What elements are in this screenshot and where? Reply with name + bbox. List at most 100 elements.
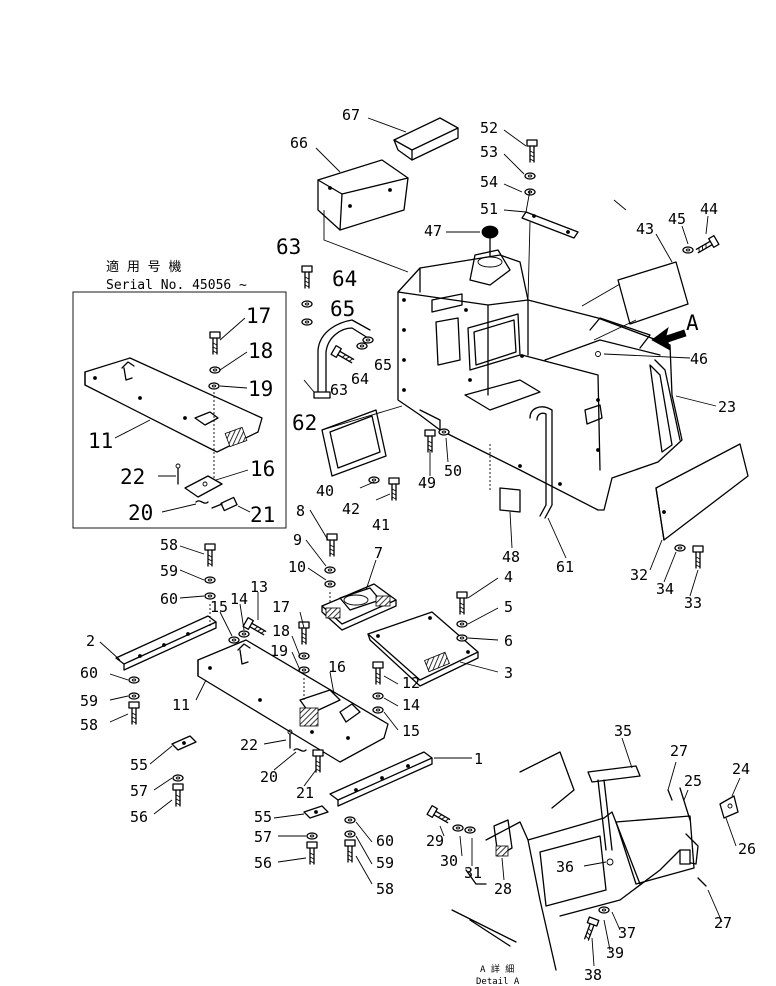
callout-44: 44	[700, 200, 718, 218]
floor-plate-3	[367, 611, 479, 687]
callout-4: 4	[504, 568, 513, 586]
detail-caption-jp: A 詳 細	[480, 963, 514, 975]
callout-38: 38	[584, 966, 602, 984]
callout-31: 31	[464, 864, 482, 882]
callout-34: 34	[656, 580, 674, 598]
plate-48	[489, 444, 521, 513]
callout-26: 26	[738, 840, 756, 858]
callout-15: 15	[210, 598, 228, 616]
callout-48: 48	[502, 548, 520, 566]
callout-46: 46	[690, 350, 708, 368]
view-arrow-a: A	[651, 311, 699, 351]
callout-39: 39	[606, 944, 624, 962]
callout-21: 21	[296, 784, 314, 802]
callout-10: 10	[288, 558, 306, 576]
callout-13: 13	[250, 578, 268, 596]
callout-60b: 60	[80, 664, 98, 682]
callout-7: 7	[374, 544, 383, 562]
callout-14b: 14	[402, 696, 420, 714]
callout-3: 3	[504, 664, 513, 682]
serial-inset: 適 用 号 機 Serial No. 45056 ~	[72, 259, 287, 529]
housing-23	[397, 249, 683, 511]
callout-61: 61	[556, 558, 574, 576]
callout-47: 47	[424, 222, 442, 240]
callout-16-inset: 16	[250, 457, 275, 481]
plate-2	[115, 615, 217, 671]
callout-58b: 58	[80, 716, 98, 734]
callout-18: 18	[272, 622, 290, 640]
plate-55	[171, 735, 329, 819]
cover-32	[655, 443, 749, 541]
callout-labels: 67 66 52 53 54 51 47 43 45 44 63 64 65 6…	[80, 106, 756, 984]
callout-17-inset: 17	[246, 304, 271, 328]
callout-63: 63	[276, 235, 301, 259]
callout-58c: 58	[376, 880, 394, 898]
clip-20	[293, 748, 307, 752]
callout-24: 24	[732, 760, 750, 778]
cover-67	[393, 117, 459, 161]
callout-28: 28	[494, 880, 512, 898]
plate-1	[329, 751, 433, 807]
plate-40	[321, 405, 403, 477]
leader-lines	[99, 117, 741, 967]
callout-19-inset: 19	[248, 377, 273, 401]
callout-43: 43	[636, 220, 654, 238]
callout-60: 60	[160, 590, 178, 608]
callout-42: 42	[342, 500, 360, 518]
callout-32: 32	[630, 566, 648, 584]
callout-15b: 15	[402, 722, 420, 740]
callout-62: 62	[292, 411, 317, 435]
callout-19: 19	[270, 642, 288, 660]
callout-9: 9	[293, 531, 302, 549]
callout-63-small: 63	[330, 381, 348, 399]
cover-66	[317, 159, 409, 273]
callout-2: 2	[86, 632, 95, 650]
callout-25: 25	[684, 772, 702, 790]
callout-40: 40	[316, 482, 334, 500]
callout-56b: 56	[254, 854, 272, 872]
callout-57b: 57	[254, 828, 272, 846]
callout-53: 53	[480, 143, 498, 161]
callout-36: 36	[556, 858, 574, 876]
bracket-11	[197, 639, 389, 763]
callout-50: 50	[444, 462, 462, 480]
callout-5: 5	[504, 598, 513, 616]
callout-66: 66	[290, 134, 308, 152]
callout-27: 27	[670, 742, 688, 760]
inset-bolt-21	[211, 496, 238, 512]
inset-clip-20	[195, 500, 209, 504]
callout-54: 54	[480, 173, 498, 191]
callout-22: 22	[240, 736, 258, 754]
inset-pin-22	[175, 463, 181, 485]
serial-caption: Serial No. 45056 ~	[106, 278, 247, 293]
callout-11: 11	[172, 696, 190, 714]
callout-64: 64	[332, 267, 357, 291]
callout-59c: 59	[376, 854, 394, 872]
callout-55: 55	[130, 756, 148, 774]
callout-12: 12	[402, 674, 420, 692]
callout-17: 17	[272, 598, 290, 616]
callout-59: 59	[160, 562, 178, 580]
handrail-62	[303, 319, 371, 399]
pin-22	[287, 729, 293, 749]
callout-23: 23	[718, 398, 736, 416]
callout-59b: 59	[80, 692, 98, 710]
callout-55b: 55	[254, 808, 272, 826]
callout-65-small: 65	[374, 356, 392, 374]
handrail-61	[529, 406, 553, 519]
detail-a: A 詳 細 Detail A	[426, 751, 739, 986]
callout-11-inset: 11	[88, 429, 113, 453]
callout-18-inset: 18	[248, 339, 273, 363]
callout-60c: 60	[376, 832, 394, 850]
inset-bracket-16	[184, 475, 223, 498]
callout-29: 29	[426, 832, 444, 850]
callout-37: 37	[618, 924, 636, 942]
callout-49: 49	[418, 474, 436, 492]
callout-8: 8	[296, 502, 305, 520]
callout-35: 35	[614, 722, 632, 740]
inset-frame	[72, 291, 287, 529]
callout-64-small: 64	[351, 370, 369, 388]
detail-caption: Detail A	[476, 977, 520, 986]
callout-22-inset: 22	[120, 465, 145, 489]
callout-1: 1	[474, 750, 483, 768]
